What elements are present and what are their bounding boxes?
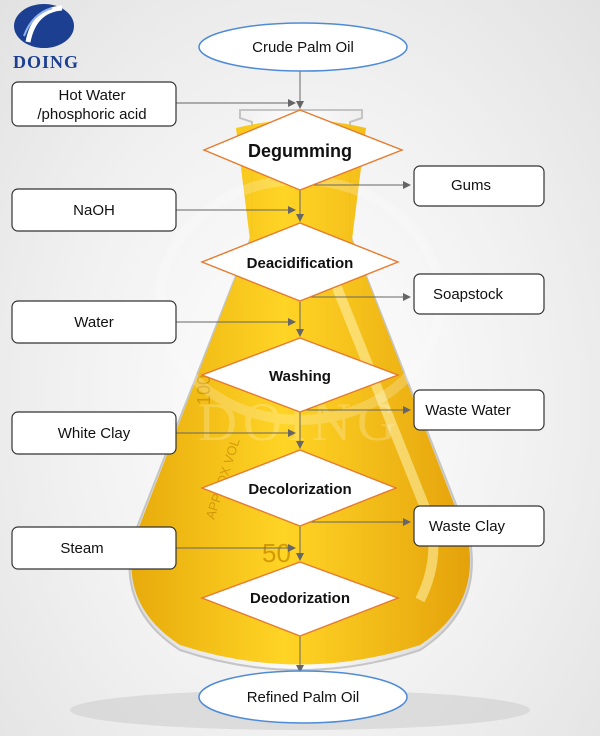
output-box-soapstock: Soapstock [413,273,545,315]
step-label: Decolorization [248,481,351,498]
step-label: Washing [269,368,331,385]
start-node: Crude Palm Oil [198,22,408,72]
output-label: Soapstock [433,286,504,303]
input-label: White Clay [58,425,131,442]
doing-logo-icon [14,4,74,48]
input-arrows [176,99,296,552]
step-label: Degumming [248,141,352,161]
output-label: Waste Clay [429,518,506,535]
input-label: NaOH [73,202,115,219]
step-deodorization: Deodorization [200,561,400,637]
input-label: Steam [60,540,103,557]
start-label: Crude Palm Oil [252,39,354,56]
end-label: Refined Palm Oil [247,689,360,706]
brand-name: DOING [12,52,79,72]
output-box-waste-water: Waste Water [413,389,545,431]
step-washing: Washing [200,337,400,413]
input-label: Water [74,314,113,331]
output-box-waste-clay: Waste Clay [413,505,545,547]
output-arrows [300,181,411,526]
step-degumming: Degumming [202,109,404,191]
input-box-naoh: NaOH [11,188,177,232]
input-box-water: Water [11,300,177,344]
output-box-gums: Gums [413,165,545,207]
step-decolorization: Decolorization [200,449,398,527]
input-label-line1: Hot Water [59,87,126,104]
output-label: Gums [451,177,491,194]
input-label-line2: /phosphoric acid [37,106,146,123]
step-deacidification: Deacidification [200,222,400,302]
input-box-steam: Steam [11,526,177,570]
input-box-hot-water: Hot Water /phosphoric acid [11,81,177,127]
end-node: Refined Palm Oil [198,670,408,724]
flask-marking-ml: 100 [194,375,214,405]
input-box-white-clay: White Clay [11,411,177,455]
flask-marking-large: 50 [262,538,291,568]
output-label: Waste Water [425,402,511,419]
step-label: Deacidification [247,255,354,272]
step-label: Deodorization [250,590,350,607]
